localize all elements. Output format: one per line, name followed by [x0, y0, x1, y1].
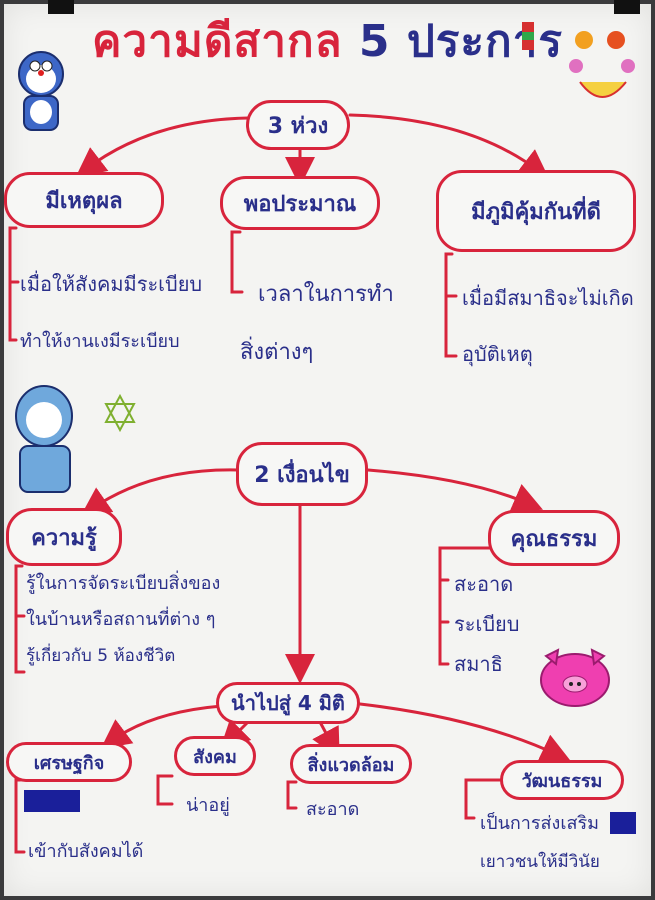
pig-drawing-icon — [540, 648, 610, 707]
list-item: อุบัติเหตุ — [462, 342, 533, 366]
node-culture: วัฒนธรรม — [500, 760, 624, 800]
bracket-l2-1 — [14, 564, 26, 674]
list-item: สมาธิ — [454, 652, 503, 676]
blue-blot — [610, 812, 636, 834]
arrow-hub3-1 — [100, 704, 224, 750]
smiley-face-drawing-icon — [522, 22, 635, 98]
arrow-hub3-3 — [312, 720, 340, 759]
bracket-l3-3 — [286, 780, 298, 810]
arrow-hub2-right — [366, 468, 544, 512]
blue-blot — [24, 790, 80, 812]
node-environment: สิ่งแวดล้อม — [290, 744, 412, 784]
list-item: เข้ากับสังคมได้ — [28, 841, 144, 862]
list-item: สะอาด — [454, 572, 514, 596]
hub-four-dimensions: นำไปสู่ 4 มิติ — [216, 682, 360, 724]
list-item: เมื่อมีสมาธิจะไม่เกิด — [462, 286, 634, 310]
bracket-l3-4 — [464, 778, 502, 820]
arrow-hub2-left — [80, 468, 240, 517]
node-knowledge: ความรู้ — [6, 508, 122, 566]
bracket-l3-1 — [14, 778, 26, 854]
node-moderation: พอประมาณ — [220, 176, 380, 230]
list-item: น่าอยู่ — [186, 795, 230, 816]
bracket-l2-2 — [438, 546, 494, 666]
list-item: สิ่งต่างๆ — [240, 340, 314, 365]
arrow-hub1-left — [75, 116, 250, 178]
list-item: เยาวชนให้มีวินัย — [480, 852, 600, 872]
list-item: ระเบียบ — [454, 612, 520, 636]
bracket-l1-2 — [230, 230, 244, 294]
hub-two-conditions: 2 เงื่อนไข — [236, 442, 368, 506]
binder-clip-left — [48, 0, 74, 14]
list-item: ในบ้านหรือสถานที่ต่าง ๆ — [26, 609, 216, 630]
list-item: ทำให้งานเงมีระเบียบ — [20, 331, 180, 352]
node-morality: คุณธรรม — [488, 510, 620, 566]
doraemon-drawing-icon — [18, 51, 64, 131]
bracket-l3-2 — [156, 774, 174, 806]
list-item: เป็นการส่งเสริม — [480, 813, 600, 834]
binder-clip-right — [614, 0, 640, 14]
list-item: สะอาด — [306, 799, 360, 820]
hub-three-rings: 3 ห่วง — [246, 100, 350, 150]
node-immunity: มีภูมิคุ้มกันที่ดี — [436, 170, 636, 252]
list-item: เมื่อให้สังคมมีระเบียบ — [20, 272, 203, 296]
arrow-hub3-4 — [358, 702, 571, 762]
bracket-l1-3 — [444, 252, 458, 358]
list-item: รู้เกี่ยวกับ 5 ห้องชีวิต — [26, 646, 176, 666]
node-reasonableness: มีเหตุผล — [4, 172, 164, 228]
page-title: ความดีสากล 5 ประการ — [91, 16, 564, 67]
list-item: เวลาในการทำ — [258, 282, 394, 307]
list-item: รู้ในการจัดระเบียบสิ่งของ — [26, 573, 221, 594]
node-society: สังคม — [174, 736, 256, 776]
node-economy: เศรษฐกิจ — [6, 742, 132, 782]
bracket-l1-1 — [8, 226, 20, 342]
arrow-hub1-right — [348, 113, 550, 180]
robot-drawing-icon — [15, 385, 136, 493]
